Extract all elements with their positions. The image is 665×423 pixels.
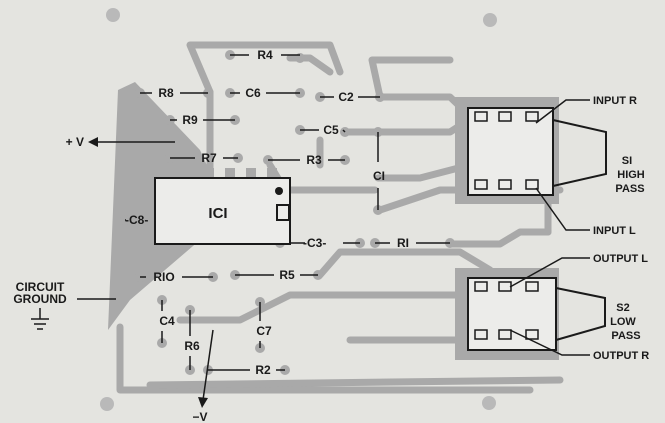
- s2-name: S2: [616, 302, 629, 314]
- c1-label: CI: [373, 169, 385, 183]
- r1-label: RI: [397, 236, 409, 250]
- ic1-chip: [154, 168, 291, 245]
- r9-label: R9: [182, 113, 198, 127]
- plus-v-label: + V: [66, 135, 84, 149]
- r4-label: R4: [257, 48, 273, 62]
- input-r-label: INPUT R: [593, 95, 637, 107]
- r10-label: RIO: [153, 270, 174, 284]
- s1-lever: [552, 119, 607, 187]
- c5-label: C5: [323, 123, 339, 137]
- leader-lines: [31, 99, 590, 401]
- r5-label: R5: [279, 268, 295, 282]
- input-l-label: INPUT L: [593, 225, 636, 237]
- mounting-holes: [100, 8, 497, 411]
- s1-line1: HIGH: [617, 169, 645, 181]
- c6-label: C6: [245, 86, 261, 100]
- switch-labels: SI HIGH PASS S2 LOW PASS: [610, 155, 645, 342]
- output-l-leader: [509, 257, 590, 288]
- output-r-label: OUTPUT R: [593, 350, 649, 362]
- s2-line2: PASS: [611, 330, 640, 342]
- arrowheads: [88, 137, 208, 408]
- c8-text-value: C8: [129, 213, 145, 227]
- minus-v-arrowhead: [198, 397, 208, 408]
- c2-label: C2: [338, 90, 354, 104]
- switch-s2: [455, 268, 606, 360]
- component-leads: [125, 54, 450, 371]
- ic1-body: [154, 177, 291, 245]
- ground-label-line1: CIRCUIT: [16, 280, 65, 294]
- ic1-notch: [276, 204, 290, 221]
- c3-text: -C3-: [303, 236, 326, 250]
- input-l-leader: [535, 187, 590, 231]
- component-labels: R4 R8 C6 C2 R9 C5 R7 R3 CI C8 -C8- ICI -…: [125, 48, 409, 377]
- mounting-hole-bottom-left: [100, 397, 114, 411]
- s1-line2: PASS: [615, 183, 644, 195]
- switch-s1: [455, 97, 607, 204]
- r6-label: R6: [184, 339, 200, 353]
- r7-label: R7: [201, 151, 217, 165]
- callout-labels: + V −V CIRCUIT GROUND INPUT R INPUT L OU…: [13, 95, 649, 423]
- ground-symbol-bars: [31, 318, 49, 330]
- c3-text-value: C3: [307, 236, 323, 250]
- ic1-pin1-dot: [275, 187, 283, 195]
- mounting-hole-top-left: [106, 8, 120, 22]
- r8-label: R8: [158, 86, 174, 100]
- input-r-leader: [535, 99, 590, 124]
- r2-label: R2: [255, 363, 271, 377]
- component-pads: [120, 50, 455, 375]
- plus-v-arrowhead: [88, 137, 98, 147]
- ground-label-line2: GROUND: [13, 292, 67, 306]
- output-l-label: OUTPUT L: [593, 253, 648, 265]
- minus-v-arrow-line: [202, 329, 214, 401]
- c4-label: C4: [159, 314, 175, 328]
- r3-label: R3: [306, 153, 322, 167]
- c7-label: C7: [256, 324, 272, 338]
- s2-line1: LOW: [610, 316, 636, 328]
- output-r-leader: [509, 329, 590, 356]
- ic1-label: ICI: [208, 205, 227, 222]
- c8-text: -C8-: [125, 213, 148, 227]
- mounting-hole-bottom-right: [482, 396, 496, 410]
- c5-lead: [300, 129, 346, 133]
- s1-name: SI: [622, 155, 632, 167]
- s2-lever: [555, 287, 606, 341]
- mounting-hole-top-right: [483, 13, 497, 27]
- minus-v-label: −V: [192, 410, 207, 423]
